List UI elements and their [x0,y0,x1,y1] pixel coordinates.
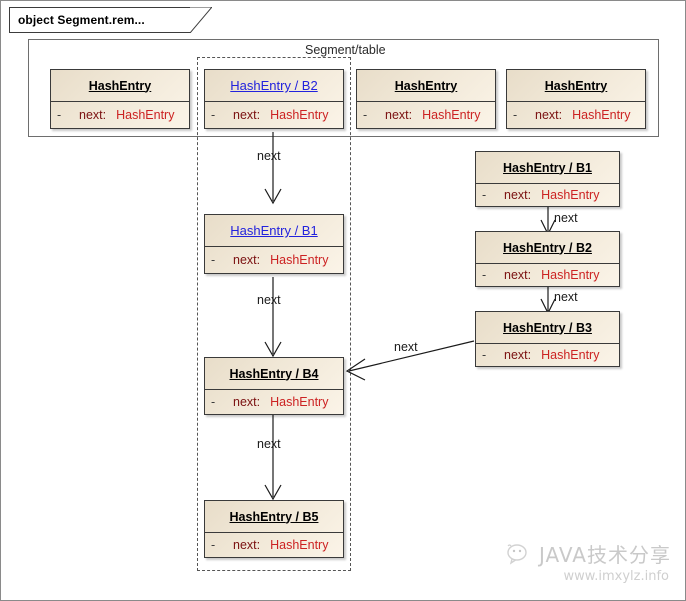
frame-title-tab: object Segment.rem... [9,7,191,33]
node-table-slot-1[interactable]: HashEntry / B2 - next: HashEntry [204,69,344,129]
node-title: HashEntry [88,78,152,93]
frame-tab-notch-icon [190,7,212,33]
watermark-brand: JAVA技术分享 [538,543,671,567]
attr-visibility: - [211,108,216,122]
node-divider [205,246,343,247]
watermark-row: JAVA技术分享 [506,539,671,568]
attr-visibility: - [211,538,216,552]
attr-name: next: [79,108,107,122]
node-title: HashEntry / B1 [503,160,592,175]
edge-label-left-2: next [257,293,281,307]
attr-name: next: [504,348,532,362]
node-title: HashEntry / B5 [229,509,319,524]
attr-type: HashEntry [541,348,600,362]
node-table-slot-3[interactable]: HashEntry - next: HashEntry [506,69,646,129]
attr-visibility: - [57,108,62,122]
attr-type: HashEntry [541,188,600,202]
edge-label-left-1: next [257,149,281,163]
attr-type: HashEntry [270,253,329,267]
attr-name: next: [504,188,532,202]
node-attribute-row: - next: HashEntry [476,264,619,286]
node-attribute-row: - next: HashEntry [507,102,645,128]
attr-visibility: - [513,108,518,122]
node-chain-left-b5[interactable]: HashEntry / B5 - next: HashEntry [204,500,344,558]
node-attribute-row: - next: HashEntry [205,390,343,414]
node-divider [205,532,343,533]
attr-name: next: [504,268,532,282]
node-table-slot-2[interactable]: HashEntry - next: HashEntry [356,69,496,129]
attr-name: next: [233,395,261,409]
attr-type: HashEntry [270,538,329,552]
attr-name: next: [535,108,563,122]
attr-visibility: - [363,108,368,122]
node-chain-left-b4[interactable]: HashEntry / B4 - next: HashEntry [204,357,344,415]
attr-visibility: - [482,348,487,362]
region-label: Segment/table [301,43,390,57]
attr-type: HashEntry [422,108,481,122]
node-attribute-row: - next: HashEntry [205,247,343,273]
attr-visibility: - [482,188,487,202]
node-divider [205,101,343,102]
node-table-slot-0[interactable]: HashEntry - next: HashEntry [50,69,190,129]
node-title: HashEntry / B3 [503,320,592,335]
frame-title-text: object Segment.rem... [18,13,145,27]
node-chain-right-b1[interactable]: HashEntry / B1 - next: HashEntry [475,151,620,207]
attr-type: HashEntry [270,395,329,409]
attr-name: next: [385,108,413,122]
node-divider [476,263,619,264]
node-attribute-row: - next: HashEntry [476,344,619,366]
edge-label-left-3: next [257,437,281,451]
attr-type: HashEntry [572,108,631,122]
attr-type: HashEntry [116,108,175,122]
attr-name: next: [233,538,261,552]
node-title: HashEntry [394,78,458,93]
node-divider [476,343,619,344]
attr-visibility: - [211,395,216,409]
wechat-icon [507,543,527,565]
node-divider [205,389,343,390]
node-divider [507,101,645,102]
attr-visibility: - [211,253,216,267]
attr-name: next: [233,108,261,122]
node-divider [357,101,495,102]
node-title: HashEntry / B2 [503,240,592,255]
node-attribute-row: - next: HashEntry [205,533,343,557]
attr-visibility: - [482,268,487,282]
node-chain-right-b3[interactable]: HashEntry / B3 - next: HashEntry [475,311,620,367]
edge-label-right-2: next [554,290,578,304]
node-title[interactable]: HashEntry / B2 [230,78,318,93]
node-title[interactable]: HashEntry / B1 [230,223,318,238]
edge-label-right-1: next [554,211,578,225]
table-slot-dashed-region [197,57,351,571]
edge-label-cross: next [394,340,418,354]
node-chain-left-b1[interactable]: HashEntry / B1 - next: HashEntry [204,214,344,274]
node-title: HashEntry [544,78,608,93]
watermark: JAVA技术分享 www.imxylz.info [506,539,671,584]
node-divider [476,183,619,184]
node-attribute-row: - next: HashEntry [51,102,189,128]
node-attribute-row: - next: HashEntry [205,102,343,128]
attr-type: HashEntry [270,108,329,122]
node-divider [51,101,189,102]
node-title: HashEntry / B4 [229,366,319,381]
attr-type: HashEntry [541,268,600,282]
node-chain-right-b2[interactable]: HashEntry / B2 - next: HashEntry [475,231,620,287]
attr-name: next: [233,253,261,267]
watermark-url: www.imxylz.info [563,569,669,584]
node-attribute-row: - next: HashEntry [476,184,619,206]
node-attribute-row: - next: HashEntry [357,102,495,128]
